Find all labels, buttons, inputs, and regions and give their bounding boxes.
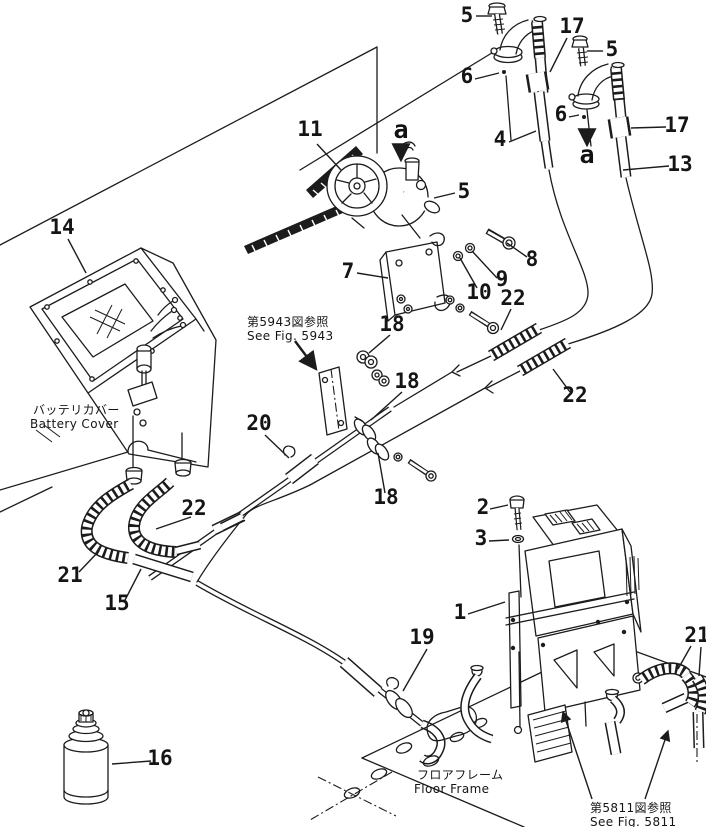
part-label-11: 11 xyxy=(297,117,322,141)
washer-6-dot-right xyxy=(582,115,586,119)
part-label-18-c: 18 xyxy=(373,485,398,509)
part-label-18-b: 18 xyxy=(394,369,419,393)
part-label-6-right: 6 xyxy=(555,102,568,126)
part-label-5-top-right: 5 xyxy=(606,37,619,61)
top-clip xyxy=(429,232,445,247)
text-notes: 第5943図参照 See Fig. 5943 バッテリカバー Battery C… xyxy=(30,314,677,827)
part-label-5-compressor: 5 xyxy=(458,179,471,203)
part-label-14: 14 xyxy=(49,215,74,239)
note-battery-cover-en: Battery Cover xyxy=(30,417,119,431)
part-label-21-right: 21 xyxy=(684,623,706,647)
right-hoses xyxy=(632,662,706,764)
part-label-19: 19 xyxy=(409,625,434,649)
view-label-a-top: a xyxy=(393,115,408,144)
note-floor-frame-en: Floor Frame xyxy=(414,782,489,796)
note-see-fig-5811-en: See Fig. 5811 xyxy=(590,815,677,827)
part-label-22-lower: 22 xyxy=(562,383,587,407)
part-label-6-left: 6 xyxy=(461,64,474,88)
note-see-fig-5811-jp: 第5811図参照 xyxy=(590,800,672,815)
part-label-1: 1 xyxy=(454,600,467,624)
part-label-4: 4 xyxy=(494,127,507,151)
part-label-5-top-left: 5 xyxy=(461,3,474,27)
bracket-7-group xyxy=(379,228,516,335)
see-fig-5811-arrow-right xyxy=(644,729,671,800)
see-fig-5943-arrow xyxy=(294,340,318,371)
note-floor-frame-jp: フロアフレーム xyxy=(417,768,503,782)
part-label-22-left: 22 xyxy=(181,496,206,520)
heater-unit xyxy=(460,495,642,763)
part-label-3: 3 xyxy=(475,526,488,550)
leader-lines xyxy=(67,15,702,800)
part-label-17-left: 17 xyxy=(559,14,584,38)
part-label-8: 8 xyxy=(526,247,539,271)
canister-16-shape xyxy=(63,709,109,805)
part-label-21-left: 21 xyxy=(57,563,82,587)
part-label-16: 16 xyxy=(147,746,172,770)
part-label-22-upper: 22 xyxy=(500,286,525,310)
part-label-15: 15 xyxy=(104,591,129,615)
floor-frame-shape xyxy=(309,640,706,827)
left-hoses xyxy=(80,415,202,583)
part-labels: 5 17 6 5 4 6 17 13 a a 11 5 8 9 10 7 22 … xyxy=(49,3,706,770)
part-label-9: 9 xyxy=(496,267,509,291)
pipe-4-assembly xyxy=(487,2,554,169)
view-label-a-right: a xyxy=(579,140,594,169)
part-label-10: 10 xyxy=(466,280,491,304)
washer-6-dot-left xyxy=(502,70,506,74)
part-label-20: 20 xyxy=(246,411,271,435)
heater-core xyxy=(527,704,573,763)
hook-piece xyxy=(434,294,452,312)
sleeve-clip xyxy=(282,445,296,458)
see-fig-5811-arrow-left xyxy=(560,710,593,800)
note-see-fig-5943-jp: 第5943図参照 xyxy=(247,314,329,329)
part-label-2: 2 xyxy=(477,495,490,519)
part-label-7: 7 xyxy=(342,259,355,283)
hatch-mark xyxy=(89,304,126,339)
line-b xyxy=(195,177,654,765)
part-label-18-a: 18 xyxy=(379,312,404,336)
context-lines xyxy=(0,46,501,513)
note-battery-cover-jp: バッテリカバー xyxy=(33,403,120,417)
battery-cover xyxy=(29,247,217,468)
part-label-13: 13 xyxy=(667,152,692,176)
note-see-fig-5943-en: See Fig. 5943 xyxy=(247,329,334,343)
clamp-19-shape xyxy=(385,676,413,719)
part-label-17-right: 17 xyxy=(664,113,689,137)
compressor xyxy=(244,141,441,254)
